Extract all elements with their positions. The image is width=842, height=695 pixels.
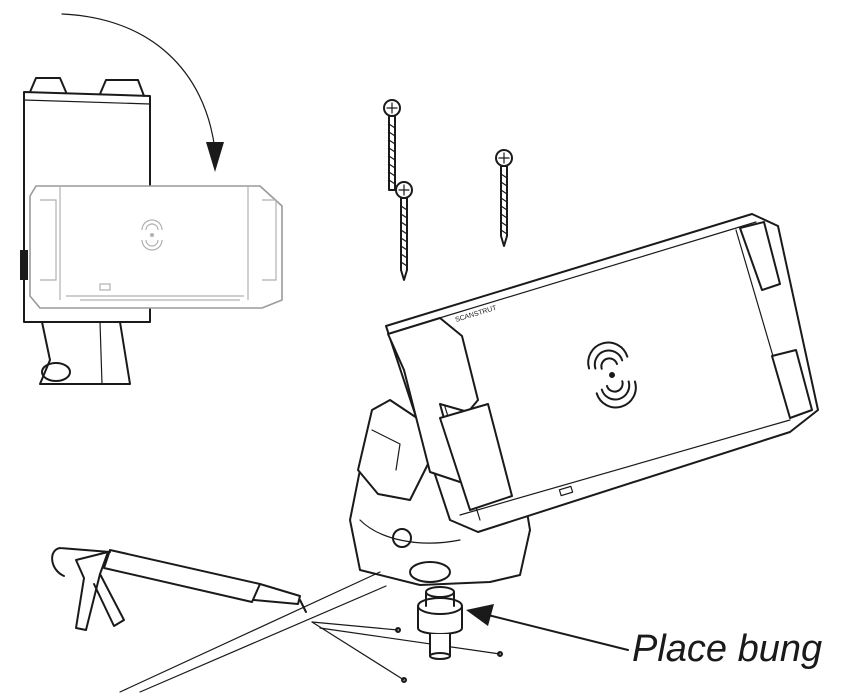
- screw-icon-1: [383, 99, 401, 191]
- wireless-charging-icon: [141, 219, 163, 251]
- phone-mount: SCANSTRUT: [349, 213, 819, 586]
- screw-icon-2: [395, 181, 413, 281]
- mount-before-rotation: [20, 77, 283, 385]
- screw-icon-3: [495, 149, 513, 247]
- curved-arrow-icon: [61, 13, 224, 172]
- caulking-gun-icon: [51, 547, 307, 631]
- sealant-bead-lines: [119, 571, 503, 693]
- place-bung-label: Place bung: [632, 628, 823, 670]
- callout-arrow: [466, 604, 629, 651]
- rubber-bung-icon: [417, 586, 463, 660]
- wireless-charging-icon-main: [587, 341, 637, 409]
